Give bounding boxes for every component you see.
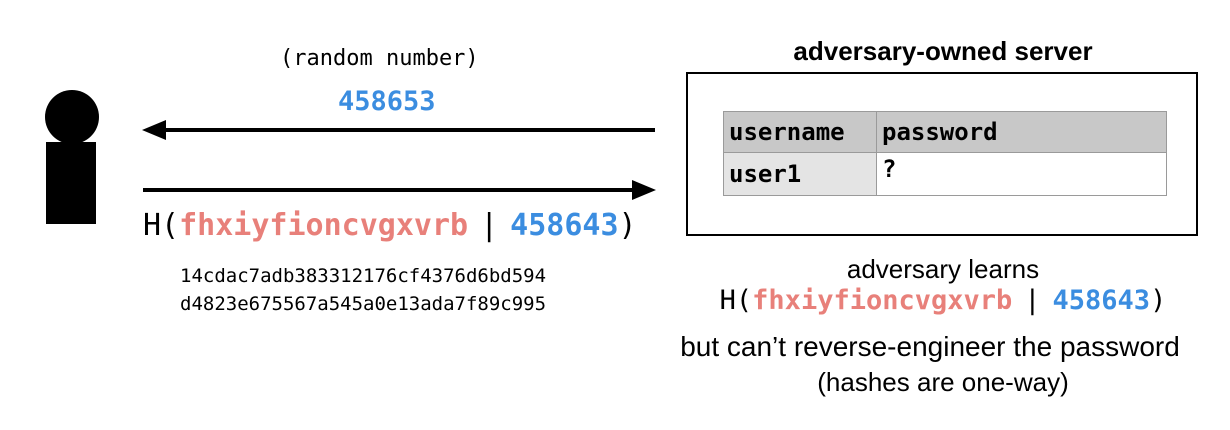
column-header-password: password [876,111,1167,153]
caption-hash-number: 458643 [1052,285,1151,316]
challenge-label: (random number) [280,46,479,71]
caption-hash-separator: | [1024,285,1041,316]
hash-digest-line-2: d4823e675567a545a0e13ada7f89c995 [180,293,547,315]
caption-hash-prefix: H( [719,285,753,316]
hash-number: 458643 [510,208,619,243]
response-hash-expression: H( fhxiyfioncvgxvrb | 458643 ) [143,208,637,243]
arrow-server-to-client [142,120,655,140]
column-header-username: username [723,111,877,153]
hash-digest-line-1: 14cdac7adb383312176cf4376d6bd594 [180,265,547,287]
cell-password: ? [876,152,1167,196]
challenge-number: 458653 [338,86,436,117]
caption-hash-expression: H( fhxiyfioncvgxvrb | 458643 ) [686,285,1200,316]
server-title: adversary-owned server [793,36,1093,66]
server-box [686,72,1198,236]
hash-password: fhxiyfioncvgxvrb [179,208,469,243]
person-body-shape [46,142,96,224]
caption-line-3: (hashes are one-way) [817,367,1069,397]
caption-hash-suffix: ) [1150,285,1167,316]
table-row: user1 ? [723,152,1167,196]
caption-line-2: but can’t reverse-engineer the password [680,331,1180,362]
caption-hash-password: fhxiyfioncvgxvrb [752,285,1013,316]
arrow-client-to-server [143,180,656,200]
cell-username: user1 [723,152,877,196]
caption-line-1: adversary learns [846,254,1040,284]
table-header-row: username password [723,111,1167,153]
credentials-table: username password user1 ? [723,111,1167,196]
hash-prefix: H( [143,208,180,243]
hash-separator: | [480,208,499,243]
hash-suffix: ) [618,208,637,243]
person-head-shape [45,90,99,144]
